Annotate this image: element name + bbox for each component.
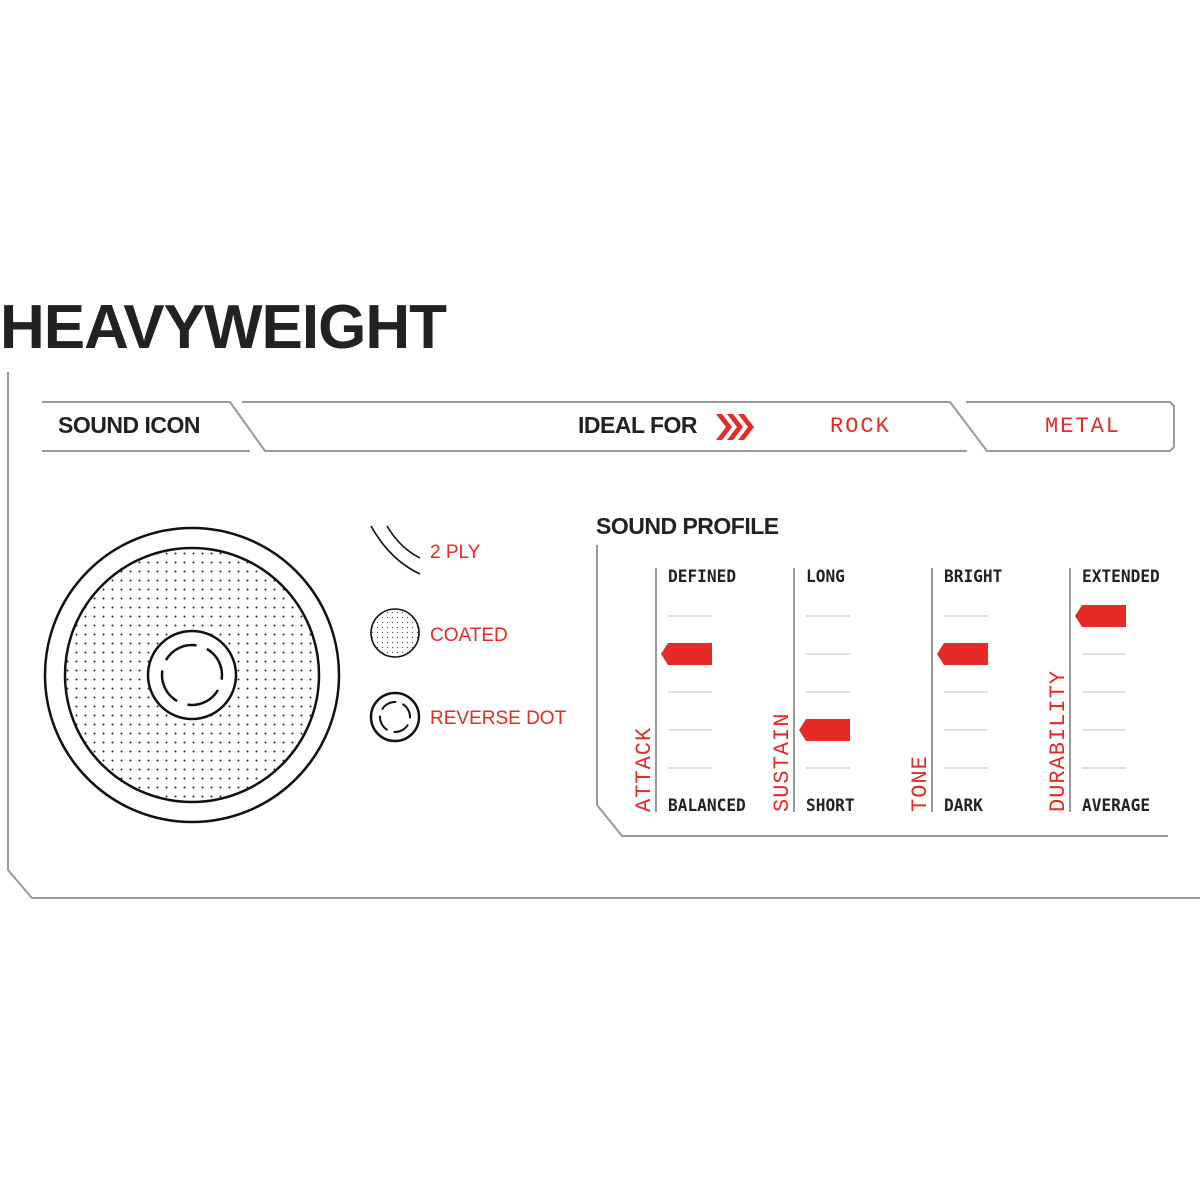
feature-2-ply: 2 PLY bbox=[430, 542, 481, 563]
feature-coated: COATED bbox=[430, 625, 508, 646]
durability-level-marker bbox=[1075, 605, 1126, 627]
tone-label: TONE bbox=[908, 755, 933, 812]
sustain-bottom-label: SHORT bbox=[806, 796, 855, 816]
feature-reverse-dot: REVERSE DOT bbox=[430, 708, 567, 729]
attack-label: ATTACK bbox=[632, 726, 657, 812]
tone-top-label: BRIGHT bbox=[944, 567, 1003, 587]
sustain-level-marker bbox=[799, 719, 850, 741]
attack-top-label: DEFINED bbox=[668, 567, 737, 587]
durability-top-label: EXTENDED bbox=[1082, 567, 1160, 587]
sound-icon-label: SOUND ICON bbox=[58, 412, 200, 438]
ideal-for-metal: METAL bbox=[1045, 414, 1122, 439]
sound-profile-title: SOUND PROFILE bbox=[596, 513, 779, 539]
durability-label: DURABILITY bbox=[1046, 669, 1071, 812]
sustain-top-label: LONG bbox=[806, 567, 845, 587]
sound-icon-head bbox=[43, 526, 341, 824]
chevrons-icon bbox=[716, 414, 754, 440]
durability-bottom-label: AVERAGE bbox=[1082, 796, 1151, 816]
attack-level-marker bbox=[661, 643, 712, 665]
page-title: HEAVYWEIGHT bbox=[0, 293, 447, 362]
tone-level-marker bbox=[937, 643, 988, 665]
ideal-for-rock: ROCK bbox=[830, 414, 891, 439]
ideal-for-label: IDEAL FOR bbox=[578, 412, 698, 438]
two-ply-icon bbox=[370, 525, 421, 575]
tone-bottom-label: DARK bbox=[944, 796, 983, 816]
coated-icon bbox=[370, 608, 420, 658]
sustain-label: SUSTAIN bbox=[770, 712, 795, 812]
reverse-dot-icon bbox=[369, 691, 421, 743]
attack-bottom-label: BALANCED bbox=[668, 796, 746, 816]
